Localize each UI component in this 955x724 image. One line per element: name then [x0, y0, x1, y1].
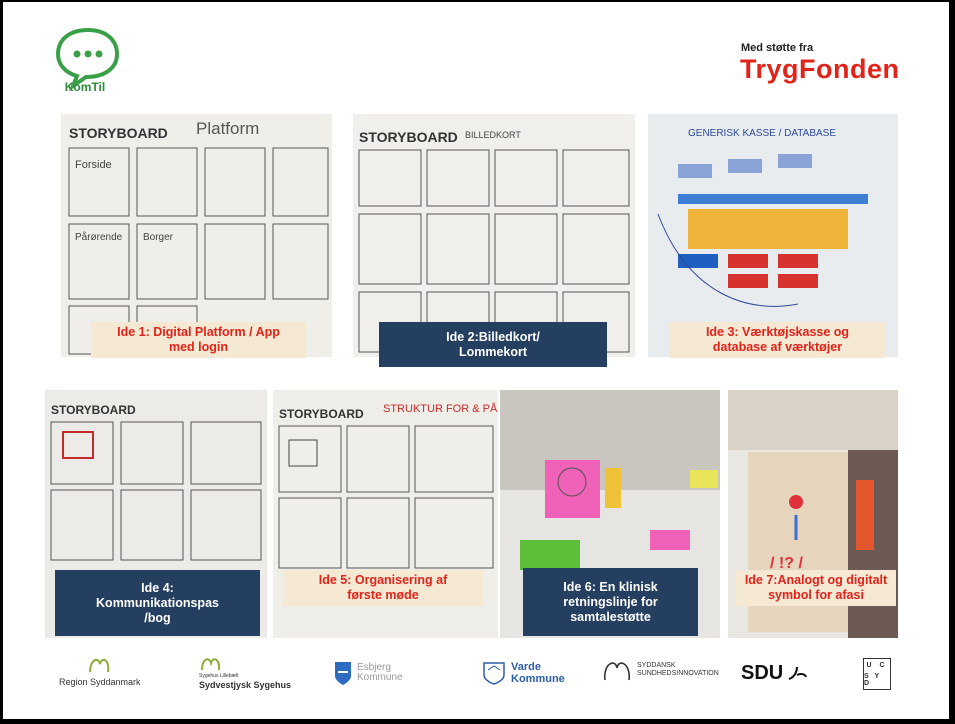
caption-idea-5: Ide 5: Organisering af første møde [283, 570, 483, 606]
sygehus-icon [201, 658, 221, 671]
varde-crest-icon [483, 662, 505, 685]
partner-varde-kommune: Varde Kommune [481, 660, 565, 686]
partner-ucsyd: U C S Y D [863, 658, 891, 690]
sheet-title: STORYBOARD [69, 125, 168, 141]
svg-text:Forside: Forside [75, 159, 112, 171]
caption-idea-7: Ide 7:Analogt og digitalt symbol for afa… [736, 570, 896, 606]
svg-text:Borger: Borger [143, 232, 174, 243]
slide: KomTil Med støtte fra TrygFonden STORYBO… [3, 2, 949, 719]
sdu-leaf-icon [788, 666, 808, 680]
sign-symbol-text: / !? / [770, 555, 803, 572]
caption-idea-2: Ide 2:Billedkort/ Lommekort [379, 322, 607, 367]
support-label: Med støtte fra [741, 42, 814, 54]
partner-sydvestjysk-sygehus: Sygehus Lillebælt Sydvestjysk Sygehus [199, 654, 291, 690]
storyboard-sketch: STORYBOARD STRUKTUR FOR & PÅR [278, 402, 498, 569]
sundhedsinnovation-icon [604, 662, 630, 681]
photo-idea-1: STORYBOARD Platform Forside Pårørende Bo… [61, 114, 332, 357]
caption-idea-4: Ide 4: Kommunikationspas /bog [55, 570, 260, 636]
partner-sdu: SDU [741, 662, 808, 685]
caption-idea-6: Ide 6: En klinisk retningslinje for samt… [523, 568, 698, 636]
photo-idea-2: STORYBOARD BILLEDKORT [353, 114, 635, 357]
photo-idea-3: GENERISK KASSE / DATABASE [648, 114, 898, 357]
svg-text:STRUKTUR FOR & PÅR: STRUKTUR FOR & PÅR [383, 402, 498, 415]
svg-text:STORYBOARD: STORYBOARD [279, 407, 364, 421]
svg-text:STORYBOARD: STORYBOARD [359, 129, 458, 145]
partner-region-syddanmark: Region Syddanmark [59, 654, 141, 687]
komtil-label: KomTil [64, 80, 106, 94]
esbjerg-shield-icon [335, 662, 351, 685]
trygfonden-logo: TrygFonden [740, 54, 900, 84]
sign-photo: / !? / [728, 390, 898, 638]
storyboard-sketch: STORYBOARD [50, 403, 262, 561]
storyboard-sketch: STORYBOARD Platform Forside Pårørende Bo… [68, 119, 329, 355]
storyboard-sketch: STORYBOARD BILLEDKORT [358, 129, 630, 353]
region-syddanmark-icon [88, 658, 110, 673]
partner-syddansk-sundhedsinnovation: SYDDANSK SUNDHEDSINNOVATION [601, 656, 719, 684]
whiteboard-sketch: GENERISK KASSE / DATABASE [657, 128, 868, 307]
scribble-text: Platform [196, 119, 259, 138]
partner-esbjerg-kommune: Esbjerg Kommune [333, 660, 403, 686]
caption-idea-1: Ide 1: Digital Platform / App med login [91, 322, 306, 358]
svg-text:STORYBOARD: STORYBOARD [51, 403, 136, 417]
svg-text:GENERISK KASSE / DATABASE: GENERISK KASSE / DATABASE [688, 128, 836, 139]
partner-logos: Region Syddanmark Sygehus Lillebælt Sydv… [3, 650, 949, 700]
komtil-speech-bubble-icon [55, 27, 120, 92]
svg-text:Pårørende: Pårørende [75, 231, 123, 243]
svg-text:BILLEDKORT: BILLEDKORT [465, 130, 521, 140]
caption-idea-3: Ide 3: Værktøjskasse og database af værk… [670, 322, 885, 358]
